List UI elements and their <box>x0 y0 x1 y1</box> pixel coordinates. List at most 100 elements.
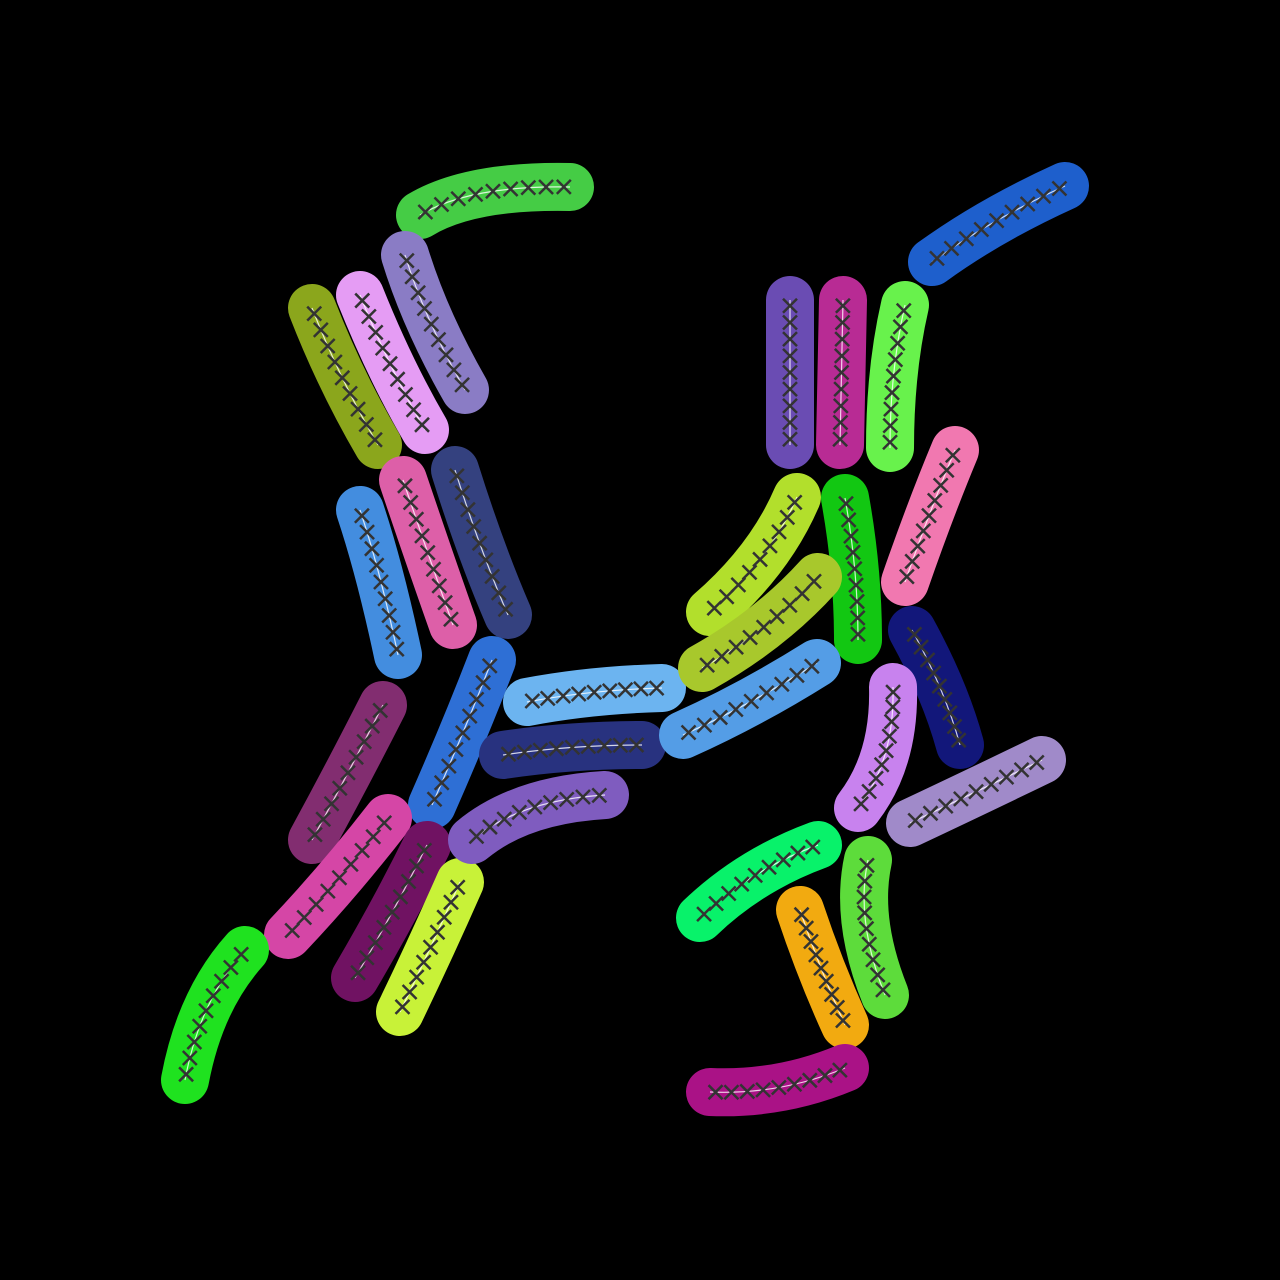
cross-marker-icon <box>913 639 929 655</box>
cross-marker-icon <box>580 738 597 755</box>
cross-marker-icon <box>532 742 549 759</box>
cross-marker-icon <box>752 551 768 568</box>
cross-marker-icon <box>526 799 543 815</box>
cross-marker-icon <box>941 704 958 721</box>
cross-marker-icon <box>730 576 747 593</box>
cross-marker-icon <box>889 335 906 352</box>
cross-marker-icon <box>461 708 478 725</box>
cross-marker-icon <box>319 338 336 354</box>
cross-marker-icon <box>384 904 401 921</box>
stroke-center-line <box>402 479 454 626</box>
cross-marker-icon <box>404 268 421 285</box>
stroke-segment <box>866 281 929 472</box>
cross-marker-icon <box>617 681 634 698</box>
cross-marker-icon <box>786 1076 803 1093</box>
cross-marker-icon <box>859 857 875 874</box>
cross-marker-icon <box>832 397 849 414</box>
cross-marker-icon <box>392 888 409 905</box>
cross-marker-icon <box>803 933 819 950</box>
cross-marker-icon <box>377 590 394 607</box>
cross-marker-icon <box>331 780 348 797</box>
cross-marker-icon <box>388 641 405 658</box>
cross-marker-icon <box>191 1018 208 1035</box>
cross-marker-icon <box>835 1012 851 1029</box>
cross-marker-icon <box>467 186 484 203</box>
cross-marker-icon <box>198 1002 214 1019</box>
cross-marker-icon <box>696 906 712 923</box>
cross-marker-icon <box>415 954 432 971</box>
cross-marker-icon <box>408 969 425 985</box>
cross-marker-icon <box>789 667 805 684</box>
cross-marker-icon <box>904 553 921 570</box>
cross-marker-icon <box>364 718 381 734</box>
cross-marker-icon <box>743 693 760 710</box>
stroke-segment <box>479 721 666 779</box>
stroke-segment <box>834 663 918 832</box>
cross-marker-icon <box>887 351 904 368</box>
cross-marker-icon <box>400 873 417 890</box>
cross-marker-icon <box>771 523 787 540</box>
cross-marker-icon <box>884 384 900 401</box>
cross-marker-icon <box>773 676 790 693</box>
cross-marker-icon <box>539 690 556 707</box>
cross-marker-icon <box>919 652 936 668</box>
cross-marker-icon <box>907 812 924 829</box>
cross-marker-icon <box>758 685 775 701</box>
cross-marker-icon <box>454 724 471 741</box>
cross-marker-icon <box>430 331 447 348</box>
cross-marker-icon <box>858 920 875 937</box>
cross-marker-icon <box>782 297 798 314</box>
cross-marker-icon <box>861 936 878 953</box>
cross-marker-icon <box>368 557 385 574</box>
cross-marker-icon <box>849 609 866 626</box>
cross-marker-icon <box>628 737 645 753</box>
cross-marker-icon <box>856 904 873 921</box>
cross-marker-icon <box>782 331 798 348</box>
cross-marker-icon <box>804 839 821 855</box>
cross-marker-icon <box>575 789 591 805</box>
stroke-segment <box>431 446 532 639</box>
cross-marker-icon <box>490 585 507 601</box>
cross-marker-icon <box>782 397 798 414</box>
cross-marker-icon <box>1004 204 1020 221</box>
stroke-segment <box>686 1044 869 1117</box>
cross-marker-icon <box>326 354 343 370</box>
cross-marker-icon <box>883 713 900 730</box>
stroke-segment <box>886 736 1066 847</box>
cross-marker-icon <box>596 737 613 754</box>
cross-marker-icon <box>849 593 865 610</box>
cross-marker-icon <box>958 230 975 247</box>
cross-marker-icon <box>1035 188 1052 204</box>
cross-marker-icon <box>307 826 323 843</box>
cross-marker-icon <box>178 1066 194 1083</box>
cross-marker-icon <box>454 376 470 393</box>
cross-marker-icon <box>524 693 541 709</box>
stroke-segment <box>161 926 269 1104</box>
stroke-segment <box>686 473 821 636</box>
cross-marker-icon <box>873 756 890 773</box>
stroke-segment <box>908 162 1089 286</box>
cross-marker-icon <box>448 741 464 758</box>
cross-marker-icon <box>929 250 945 267</box>
cross-marker-icon <box>755 619 772 636</box>
cross-marker-icon <box>222 959 239 976</box>
cross-marker-icon <box>394 998 411 1015</box>
cross-marker-icon <box>801 1072 818 1089</box>
cross-marker-icon <box>846 560 863 577</box>
cross-marker-icon <box>707 1084 724 1101</box>
cross-marker-icon <box>834 331 851 348</box>
cross-marker-icon <box>983 776 1000 793</box>
stroke-segment <box>821 474 882 664</box>
cross-marker-icon <box>374 340 391 356</box>
stroke-segment <box>396 162 594 239</box>
cross-marker-icon <box>389 371 406 388</box>
cross-marker-icon <box>570 686 587 702</box>
cross-marker-icon <box>358 416 375 433</box>
cross-marker-icon <box>468 828 485 845</box>
cross-marker-icon <box>838 495 854 512</box>
cross-marker-icon <box>438 346 454 363</box>
cross-marker-icon <box>898 568 915 585</box>
cross-marker-icon <box>798 920 815 937</box>
stroke-segment <box>676 821 842 942</box>
cross-marker-icon <box>601 682 618 699</box>
